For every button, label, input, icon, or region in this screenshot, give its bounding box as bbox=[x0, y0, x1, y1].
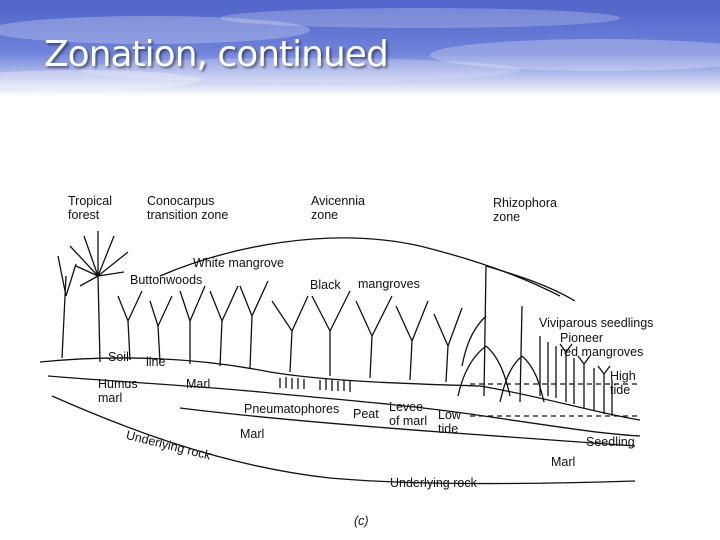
slide-title: Zonation, continued bbox=[44, 34, 389, 75]
marl-lower-line bbox=[179, 407, 636, 447]
label-buttonwoods: Buttonwoods bbox=[130, 273, 203, 287]
palm-trunk bbox=[97, 275, 101, 363]
label-pneumatophores: Pneumatophores bbox=[244, 402, 340, 416]
marl-layer-line bbox=[47, 375, 641, 437]
figure-caption: (c) bbox=[354, 514, 369, 528]
buttonwood-tree bbox=[117, 290, 143, 361]
label-mangroves: mangroves bbox=[358, 277, 420, 291]
red-mangrove-canopy bbox=[485, 265, 576, 302]
zone-genus: Rhizophora bbox=[493, 196, 557, 210]
label-line: red mangroves bbox=[560, 345, 644, 359]
label-marl-right: Marl bbox=[551, 455, 576, 469]
label-line: marl bbox=[98, 391, 123, 405]
label-humus-marl: Humus marl bbox=[98, 377, 138, 405]
red-mangrove-tree bbox=[499, 305, 545, 403]
label-marl-left: Marl bbox=[186, 377, 211, 391]
zone-line: zone bbox=[493, 210, 521, 224]
zone-label-avicennia: Avicennia zone bbox=[311, 194, 365, 222]
black-mangrove-tree bbox=[395, 300, 429, 381]
label-black: Black bbox=[310, 278, 341, 292]
white-mangrove-tree bbox=[179, 285, 206, 364]
ground-surface-line bbox=[39, 357, 641, 421]
label-line: of marl bbox=[389, 414, 428, 428]
label-peat: Peat bbox=[353, 407, 379, 421]
mangrove-zonation-diagram bbox=[39, 231, 641, 485]
zone-label-tropical-forest: Tropical forest bbox=[68, 194, 112, 222]
black-mangrove-tree bbox=[433, 307, 463, 383]
label-low-tide: Low tide bbox=[438, 408, 461, 436]
title-banner: Zonation, continued bbox=[0, 0, 720, 96]
zone-line: zone bbox=[311, 208, 339, 222]
black-mangrove-tree bbox=[355, 295, 393, 379]
label-line: tide bbox=[438, 422, 459, 436]
zone-label-rhizophora: Rhizophora zone bbox=[493, 196, 557, 224]
label-line: Humus bbox=[98, 377, 138, 391]
black-mangrove-tree bbox=[271, 295, 309, 373]
zone-genus: Avicennia bbox=[311, 194, 365, 208]
label-line: tide bbox=[610, 383, 631, 397]
zone-line: Tropical bbox=[68, 194, 112, 208]
viviparous-seedlings bbox=[539, 336, 613, 416]
underlying-rock-line bbox=[51, 395, 636, 485]
label-high-tide: High tide bbox=[610, 369, 636, 397]
zone-genus: Conocarpus bbox=[147, 194, 215, 208]
canopy-outline bbox=[159, 237, 561, 297]
label-marl-mid: Marl bbox=[240, 427, 265, 441]
label-line: Low bbox=[438, 408, 461, 422]
buttonwood-tree bbox=[149, 295, 173, 363]
pneumatophores bbox=[279, 377, 351, 392]
cloud-background bbox=[0, 8, 720, 90]
red-mangrove-tree bbox=[457, 265, 511, 397]
forest-tree bbox=[57, 255, 77, 359]
zone-line: forest bbox=[68, 208, 100, 222]
palm-fronds bbox=[69, 231, 129, 287]
label-white-mangrove: White mangrove bbox=[193, 256, 285, 270]
white-mangrove-tree bbox=[209, 285, 239, 367]
label-seedling: Seedling bbox=[586, 435, 635, 449]
seedling-leaves bbox=[559, 343, 611, 375]
label-line: High bbox=[610, 369, 636, 383]
label-soil: Soil bbox=[108, 350, 129, 364]
zone-label-conocarpus: Conocarpus transition zone bbox=[147, 194, 228, 222]
label-underlying-rock-right: Underlying rock bbox=[390, 476, 477, 490]
zone-line: transition zone bbox=[147, 208, 229, 222]
white-mangrove-tree bbox=[239, 280, 269, 369]
label-line-word: line bbox=[146, 355, 166, 369]
label-pioneer: Pioneer red mangroves bbox=[560, 331, 643, 359]
label-line: Levee bbox=[389, 400, 424, 414]
label-line: Pioneer bbox=[560, 331, 604, 345]
black-mangrove-tree bbox=[311, 290, 351, 376]
label-viviparous-seedlings: Viviparous seedlings bbox=[539, 316, 654, 330]
label-levee: Levee of marl bbox=[389, 400, 427, 428]
